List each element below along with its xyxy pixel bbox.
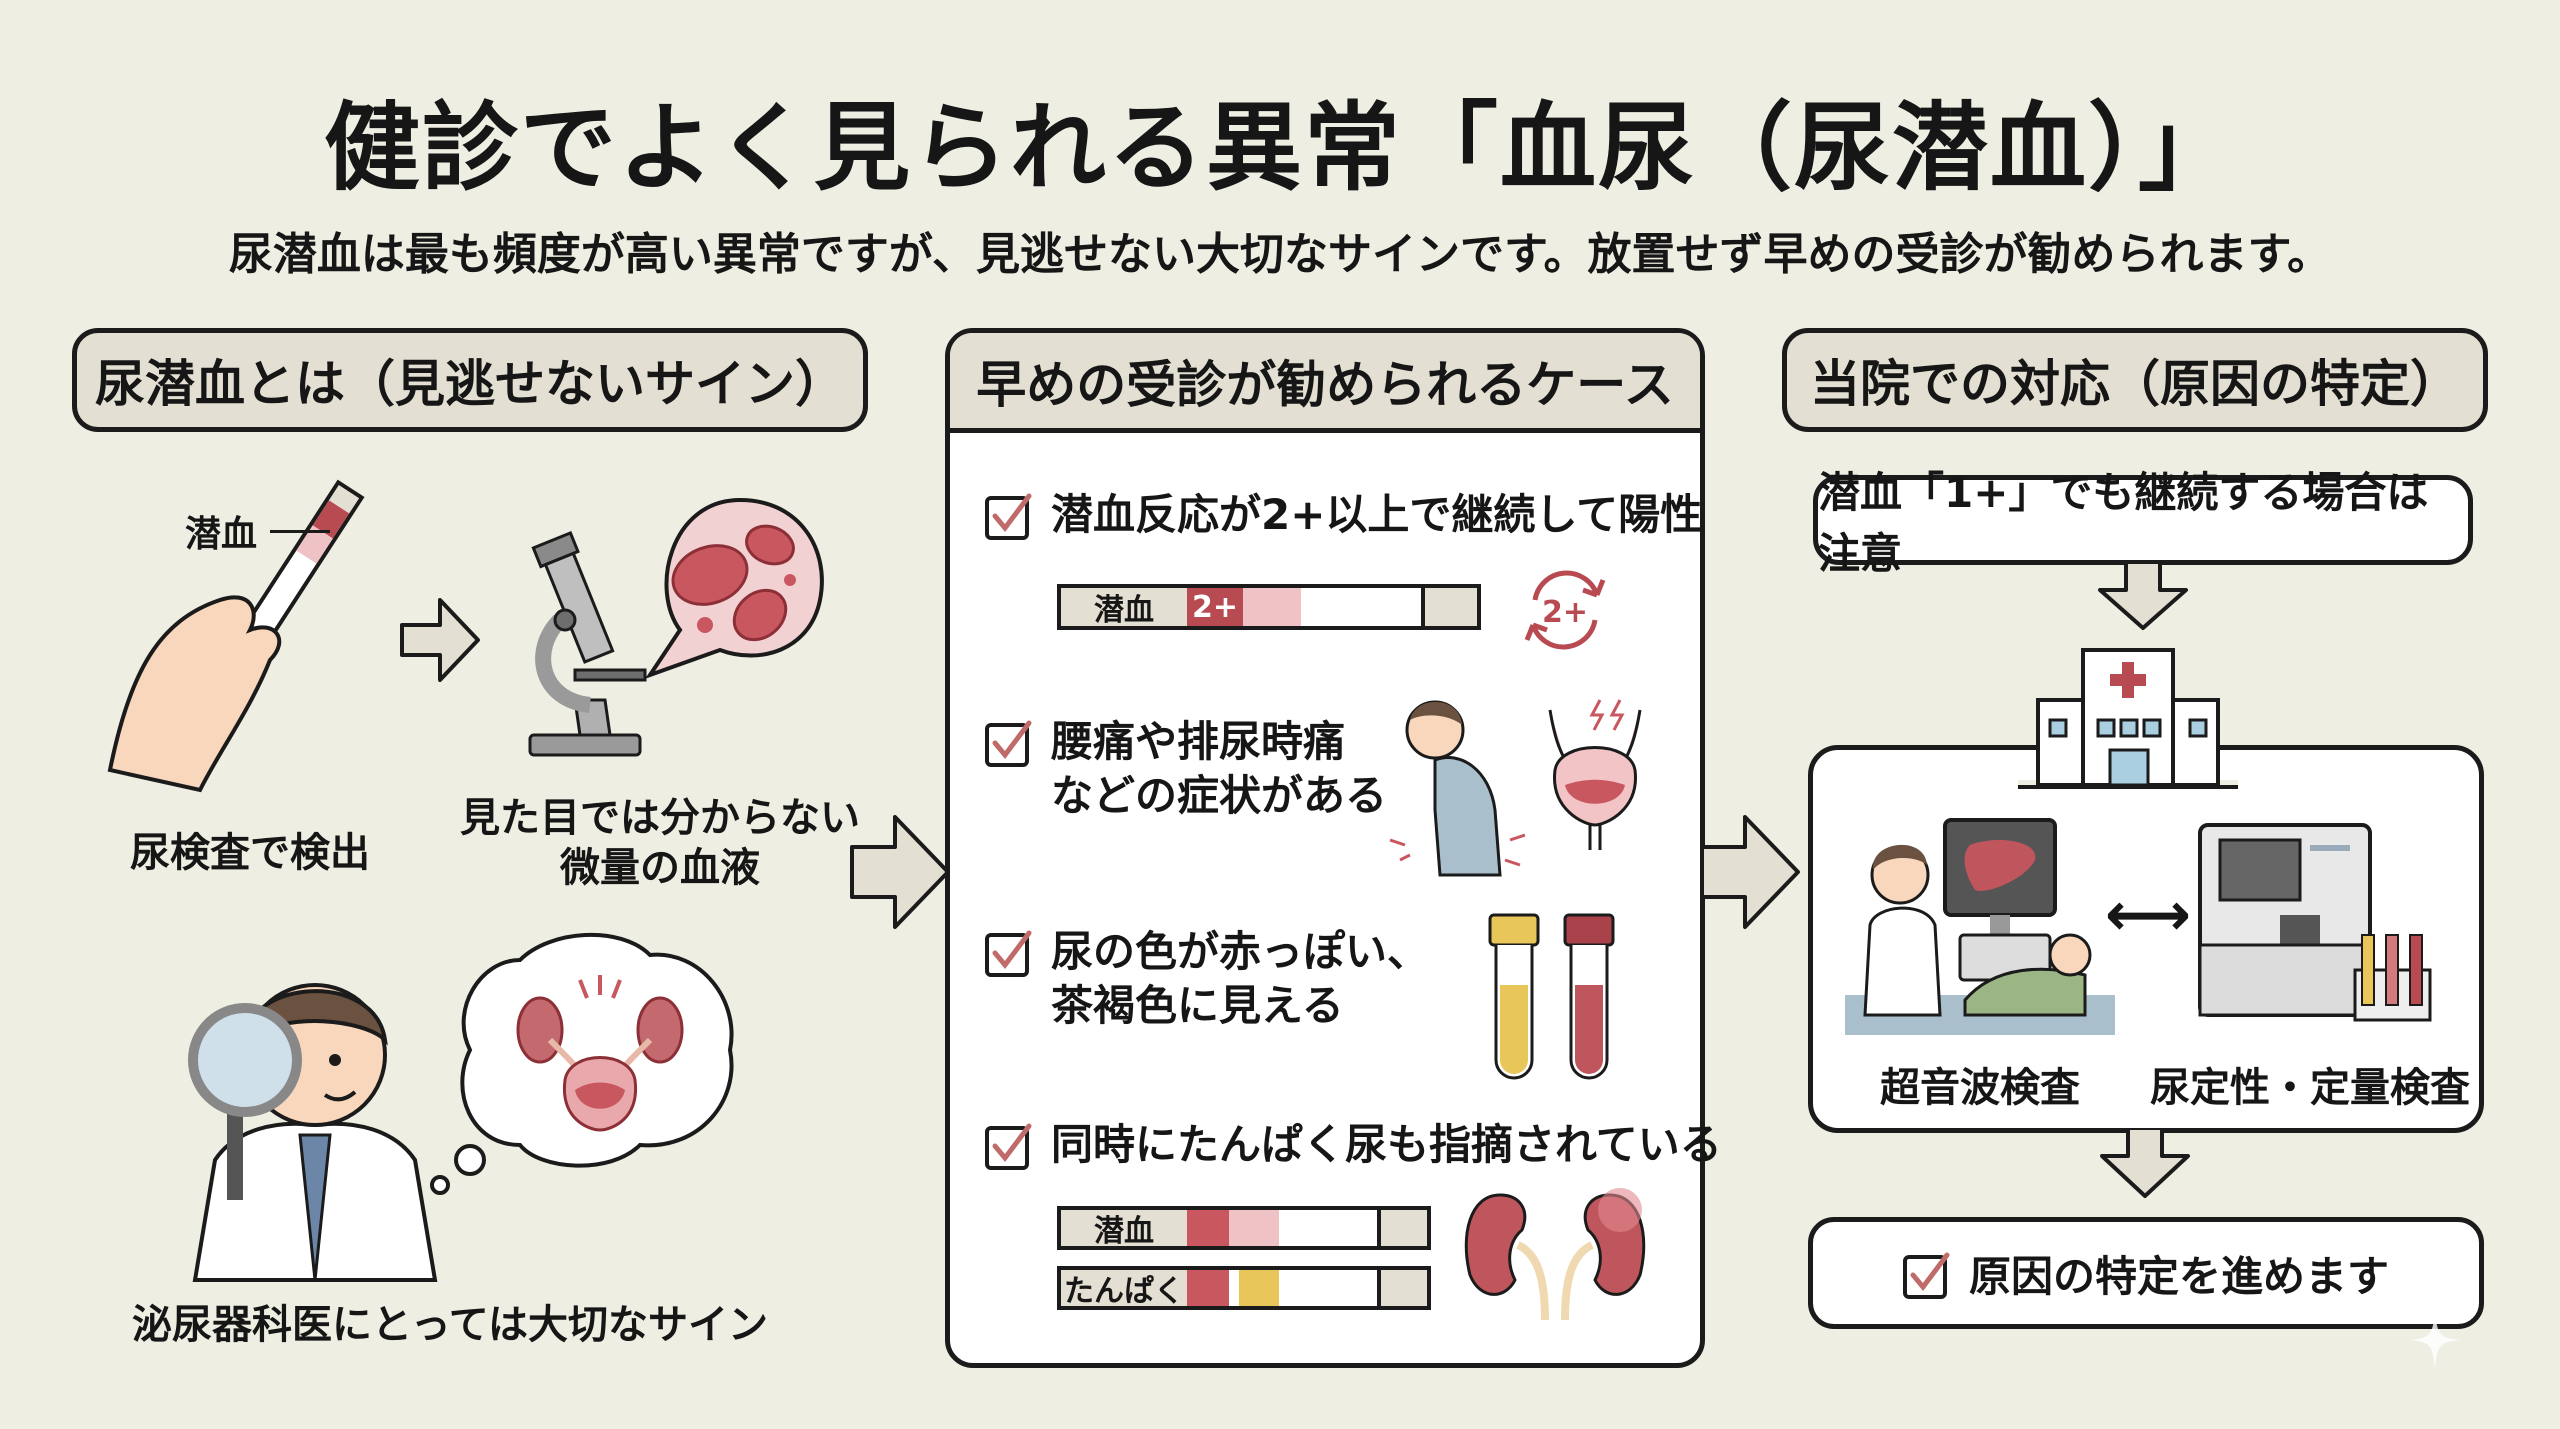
right-heading-text: 当院での対応（原因の特定） — [1810, 355, 2460, 413]
middle-heading-text: 早めの受診が勧められるケース — [976, 355, 1674, 414]
checkbox-checked-icon — [985, 930, 1032, 977]
test-strip-hand-illustration — [107, 479, 365, 793]
urinalysis-label: 尿定性・定量検査 — [2150, 1065, 2470, 1111]
right-heading: 当院での対応（原因の特定） — [1782, 328, 2488, 432]
hand-icon — [107, 595, 282, 793]
caution-callout-text: 潜血「1+」でも継続する場合は注意 — [1818, 468, 2429, 578]
bladder-pain-icon — [1548, 699, 1642, 850]
arrow-down-icon — [2100, 1130, 2190, 1198]
checkbox-checked-icon — [985, 1123, 1032, 1170]
ultrasound-exam-illustration — [1845, 818, 2115, 1035]
strip-pad-blank — [1279, 1270, 1377, 1306]
yellow-urine-tube-icon — [1488, 913, 1540, 1080]
arrow-down-icon — [2098, 564, 2188, 630]
case-2-line2: などの症状がある — [1051, 771, 1388, 820]
hospital-icon — [2018, 648, 2238, 789]
caution-callout: 潜血「1+」でも継続する場合は注意 — [1813, 468, 2473, 578]
micro-label-line2: 微量の血液 — [560, 845, 760, 891]
cycle-badge-text: 2+ — [1542, 595, 1588, 630]
exchange-arrow-icon: ⟷ — [2105, 880, 2192, 950]
checkbox-checked-icon — [985, 493, 1032, 540]
strip-pad-red — [1187, 1270, 1229, 1306]
page-title: 健診でよく見られる異常「血尿（尿潜血）」 — [324, 92, 2236, 204]
strip-pad-light — [1243, 588, 1301, 626]
ultrasound-label: 超音波検査 — [1880, 1065, 2080, 1111]
detect-label: 尿検査で検出 — [130, 830, 370, 876]
case-1-test-strip: 潜血 2+ — [1057, 584, 1481, 630]
strip-pointer-line — [270, 530, 330, 533]
blood-cells-bubble-icon — [644, 497, 824, 679]
case-1-text: 潜血反応が2+以上で継続して陽性 — [1051, 490, 1703, 539]
strip-label: たんぱく — [1061, 1270, 1187, 1309]
result-text: 原因の特定を進めます — [1968, 1251, 2389, 1301]
strip-label: 潜血 — [1061, 1210, 1187, 1249]
strip-pointer-label: 潜血 — [185, 514, 258, 555]
arrow-right-icon — [1700, 815, 1800, 929]
strip-value-2plus: 2+ — [1187, 588, 1243, 626]
sample-tubes-icon — [2353, 934, 2432, 1022]
case-2-line1: 腰痛や排尿時痛 — [1051, 717, 1346, 766]
doctor-label: 泌尿器科医にとっては大切なサイン — [132, 1302, 768, 1348]
case-4: 同時にたんぱく尿も指摘されている — [985, 1118, 1722, 1172]
strip-pad-light — [1229, 1210, 1279, 1246]
result-box: 原因の特定を進めます — [1808, 1217, 2484, 1329]
urine-tubes-icon — [1488, 913, 1615, 1080]
case-2: 腰痛や排尿時痛 などの症状がある — [985, 715, 1387, 823]
urine-analyzer-illustration — [2198, 823, 2432, 1022]
left-heading-text: 尿潜血とは（見逃せないサイン） — [95, 355, 845, 413]
micro-label-line1: 見た目では分からない — [460, 795, 860, 841]
doctor-magnifier-illustration — [188, 983, 438, 1282]
middle-heading: 早めの受診が勧められるケース — [950, 333, 1700, 433]
case-3: 尿の色が赤っぽい、 茶褐色に見える — [985, 925, 1429, 1033]
arrow-right-icon — [850, 815, 950, 929]
checkbox-checked-icon — [985, 720, 1032, 767]
strip-end — [1377, 1270, 1427, 1306]
red-urine-tube-icon — [1563, 913, 1615, 1080]
microscope-icon — [528, 531, 647, 757]
early-visit-panel: 早めの受診が勧められるケース — [945, 328, 1705, 1368]
case-3-line2: 茶褐色に見える — [1051, 981, 1344, 1030]
kidneys-icon — [1464, 1188, 1646, 1321]
case-4-protein-strip: たんぱく — [1057, 1266, 1431, 1310]
strip-pad-yellow — [1239, 1270, 1279, 1306]
magnifier-icon — [188, 1003, 302, 1200]
strip-label: 潜血 — [1061, 588, 1187, 628]
case-4-blood-strip: 潜血 — [1057, 1206, 1431, 1250]
strip-end — [1377, 1210, 1427, 1246]
arrow-right-icon — [400, 598, 480, 682]
strip-end — [1421, 588, 1477, 626]
case-3-line1: 尿の色が赤っぽい、 — [1051, 927, 1430, 976]
case-4-text: 同時にたんぱく尿も指摘されている — [1051, 1120, 1722, 1169]
left-heading: 尿潜血とは（見逃せないサイン） — [72, 328, 868, 432]
strip-pad-red — [1187, 1210, 1229, 1246]
repeat-cycle-icon: 2+ — [1524, 570, 1606, 650]
case-1: 潜血反応が2+以上で継続して陽性 — [985, 488, 1702, 542]
strip-pad-blank — [1301, 588, 1421, 626]
strip-pad-blank — [1279, 1210, 1377, 1246]
thought-bubble-urinary-icon — [430, 932, 734, 1195]
page-subtitle: 尿潜血は最も頻度が高い異常ですが、見逃せない大切なサインです。放置せず早めの受診… — [228, 229, 2332, 280]
back-pain-person-icon — [1389, 700, 1526, 877]
liver-icon — [1964, 840, 2036, 891]
sparkle-icon — [2410, 1310, 2460, 1370]
checkbox-checked-icon — [1902, 1252, 1950, 1299]
strip-pad-blank-small — [1229, 1270, 1239, 1306]
